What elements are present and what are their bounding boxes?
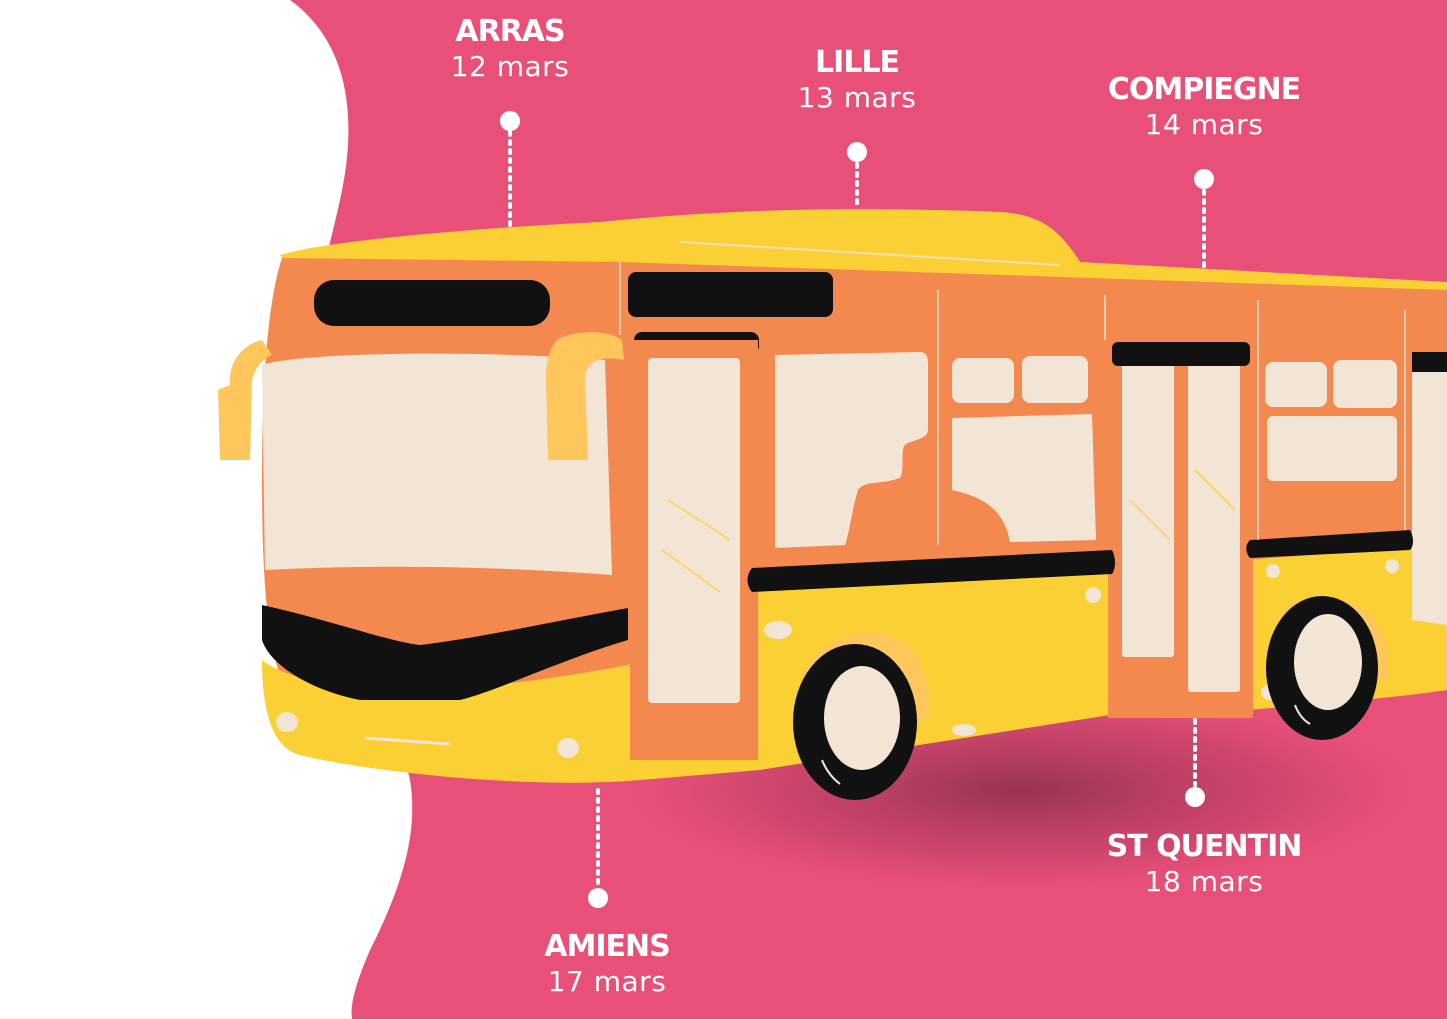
- stop-label-amiens: AMIENS 17 mars: [457, 929, 757, 999]
- bus-rear-window-3: [1267, 416, 1397, 481]
- bus-middle-door-glass-right: [1188, 362, 1240, 692]
- bus-rear-window-1: [1265, 362, 1327, 407]
- bus-belt-line-front: [747, 550, 1115, 592]
- bus-middle-door-top: [1112, 342, 1250, 366]
- bus-side-light-3: [1266, 564, 1280, 578]
- stop-dot-arras: [500, 111, 520, 131]
- bus-headlight-left: [276, 712, 298, 732]
- stop-date: 12 mars: [450, 50, 570, 83]
- stop-label-stquentin: ST QUENTIN 18 mars: [1054, 829, 1354, 899]
- bus: [218, 209, 1447, 800]
- bus-right-mirror: [546, 332, 624, 460]
- stop-city: AMIENS: [544, 929, 670, 964]
- stop-city: ARRAS: [455, 14, 565, 49]
- stop-dot-stquentin: [1185, 787, 1205, 807]
- bus-rear-window-4: [1412, 368, 1447, 625]
- bus-side-window-3: [1022, 356, 1088, 403]
- bus-rear-top: [1412, 352, 1447, 372]
- bus-rear-wheel: [1266, 596, 1378, 740]
- stop-dot-amiens: [588, 888, 608, 908]
- bus-belt-line-rear: [1246, 530, 1413, 558]
- bus-side-light-2: [1085, 587, 1101, 603]
- bus-top-strip: [628, 272, 833, 317]
- stop-label-compiegne: COMPIEGNE 14 mars: [1054, 72, 1354, 142]
- stop-label-lille: LILLE 13 mars: [707, 45, 1007, 115]
- route-connectors: [508, 130, 1206, 888]
- bus-middle-door-glass-left: [1122, 362, 1174, 657]
- bus-front-door-glass: [648, 358, 740, 703]
- bus-headlight-right: [557, 738, 579, 758]
- bus-side-light-4: [1385, 559, 1399, 573]
- bus-windshield: [262, 353, 612, 575]
- bus-left-mirror: [218, 340, 272, 460]
- stop-city: ST QUENTIN: [1106, 829, 1303, 864]
- stop-label-arras: ARRAS 12 mars: [360, 14, 660, 84]
- bus-side-window-1: [775, 352, 928, 548]
- bus-rear-window-2: [1333, 360, 1397, 408]
- bus-side-window-2: [952, 358, 1014, 403]
- stop-dot-compiegne: [1194, 169, 1214, 189]
- bus-side-light-6: [952, 724, 976, 736]
- bus-side-window-4: [952, 414, 1096, 542]
- stop-date: 17 mars: [547, 965, 667, 998]
- stop-date: 18 mars: [1144, 865, 1264, 898]
- bus-front-wheel: [793, 644, 917, 800]
- stop-city: COMPIEGNE: [1107, 72, 1301, 107]
- stop-city: LILLE: [814, 45, 900, 80]
- bus-destination-sign: [314, 280, 550, 326]
- stop-dot-lille: [847, 142, 867, 162]
- stop-date: 14 mars: [1144, 108, 1264, 141]
- stop-date: 13 mars: [797, 81, 917, 114]
- bus-front-bumper: [262, 605, 628, 700]
- bus-side-light-1: [764, 621, 792, 639]
